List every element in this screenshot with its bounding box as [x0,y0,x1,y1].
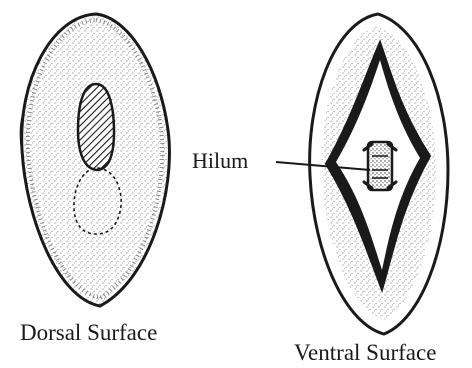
hilum-structure [364,142,396,190]
dorsal-seed [21,14,170,306]
ventral-caption: Ventral Surface [294,340,436,365]
dorsal-embryo-hatched [78,84,114,170]
hilum-label: Hilum [192,148,248,173]
ventral-seed [310,14,448,334]
dorsal-caption: Dorsal Surface [20,320,157,345]
